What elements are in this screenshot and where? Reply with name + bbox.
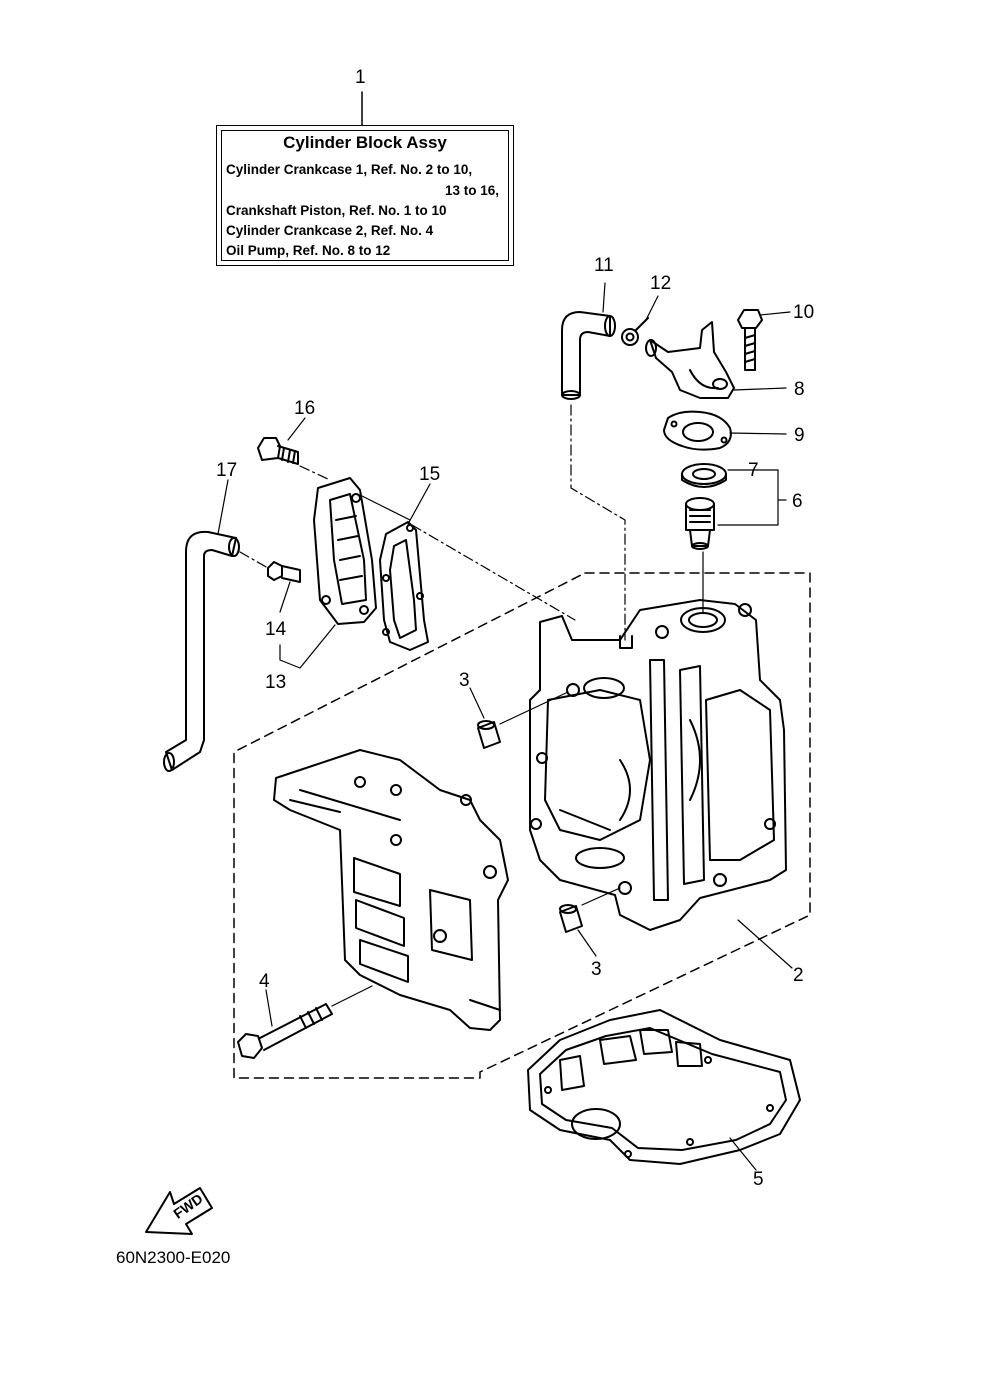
leader-14 [279,581,291,613]
leader-3-lower [577,929,597,957]
clip-part-12 [621,317,649,346]
leader-17 [217,479,229,535]
crankcase-part-4 [273,749,509,1031]
title-box-heading: Cylinder Block Assy [283,133,447,152]
bolt-part-14 [267,561,301,583]
title-box-inner-border [221,130,509,261]
gasket-part-9 [663,410,732,451]
callout-13: 13 [265,672,287,693]
bolt-part-4 [237,1003,333,1059]
guide-line-dowel-upper [499,691,569,725]
callout-3-lower: 3 [591,959,602,980]
callout-12: 12 [650,273,672,294]
callout-7: 7 [748,460,759,481]
hose-part-11 [561,311,616,400]
assembly-title-box: Cylinder Block Assy Cylinder Crankcase 1… [216,125,514,266]
callout-1: 1 [355,67,366,88]
leader-2 [737,919,793,969]
guide-line-17 [239,551,269,569]
fwd-arrow-icon [145,1187,213,1235]
title-box-line-1: Cylinder Crankcase 1, Ref. No. 2 to 10, [226,162,473,177]
guide-line-cover [411,524,576,621]
cylinder-block-part-2 [529,599,787,931]
bolt-part-16 [257,437,299,465]
bolt-part-10 [737,309,763,371]
gasket-part-5 [527,1009,801,1165]
leader-4 [265,989,273,1027]
hose-part-17 [163,530,240,772]
leader-5 [729,1137,757,1171]
title-box-line-5: Oil Pump, Ref. No. 8 to 12 [226,243,391,258]
callout-3-upper: 3 [459,670,470,691]
leader-8 [733,387,787,391]
callout-8: 8 [794,379,805,400]
callout-16: 16 [294,398,316,419]
title-box-line-2: 13 to 16, [444,183,499,198]
dowel-pin-part-3-upper [477,720,501,749]
callout-2: 2 [793,965,804,986]
leader-16 [287,417,306,441]
seal-part-7 [681,463,727,488]
callout-4: 4 [259,971,270,992]
leader-10 [759,311,791,316]
callout-17: 17 [216,460,238,481]
leader-15 [407,483,431,525]
housing-part-8 [645,321,735,399]
thermostat-part-6 [685,497,715,550]
leader-3-upper [469,687,485,719]
callout-10: 10 [793,302,815,323]
callout-14: 14 [265,619,287,640]
callout-9: 9 [794,425,805,446]
leader-11 [602,282,606,313]
dowel-pin-part-3-lower [559,904,583,933]
diagram-code: 60N2300-E020 [116,1248,231,1267]
cover-part-13 [313,477,377,625]
dashed-assembly-outline [233,572,811,1079]
guide-line-hose [570,404,626,641]
leader-12 [645,295,659,321]
guide-line-cover-top [359,494,411,521]
callout-5: 5 [753,1169,764,1190]
callout-6: 6 [792,491,803,512]
callout-11: 11 [594,255,614,276]
guide-line-dowel-lower [581,887,621,906]
callout-15: 15 [419,464,441,485]
guide-line-bolt-4 [331,985,373,1007]
leader-9 [729,432,787,435]
title-box-line-3: Crankshaft Piston, Ref. No. 1 to 10 [226,203,447,218]
bracket-13 [279,624,336,669]
title-box-line-4: Cylinder Crankcase 2, Ref. No. 4 [226,223,434,238]
gasket-part-15 [379,521,429,651]
guide-line-16 [299,465,331,481]
bracket-6-7 [717,469,779,526]
